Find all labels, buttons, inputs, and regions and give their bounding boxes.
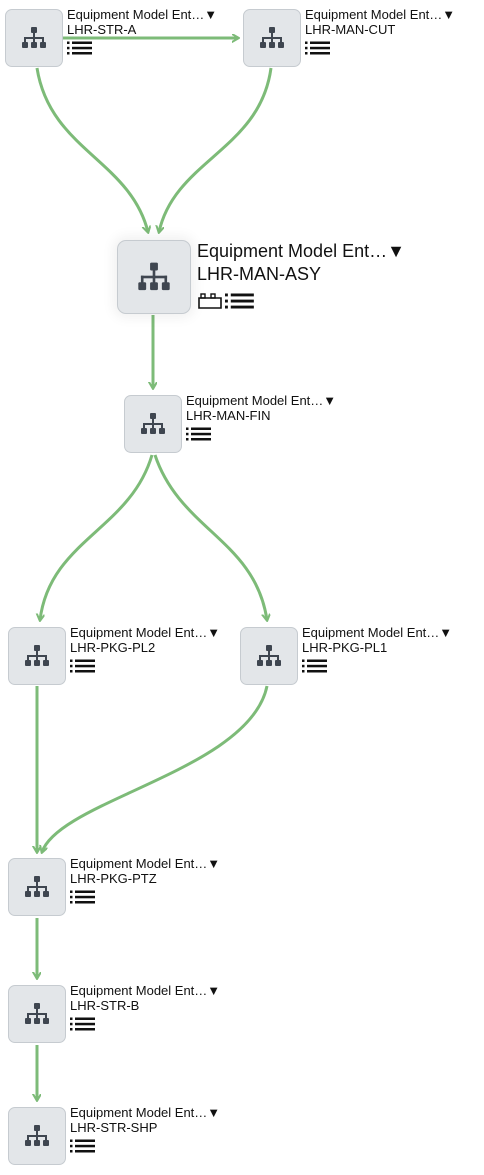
- entity-type-dropdown[interactable]: Equipment Model Ent…▼: [67, 7, 218, 22]
- list-icon[interactable]: [225, 291, 255, 311]
- node-icon-button[interactable]: [117, 240, 191, 314]
- node-actions: [70, 886, 220, 908]
- entity-code: LHR-STR-B: [70, 998, 140, 1013]
- list-icon[interactable]: [305, 40, 331, 56]
- entity-code: LHR-PKG-PTZ: [70, 871, 157, 886]
- entity-code: LHR-PKG-PL2: [70, 640, 156, 655]
- hierarchy-icon: [25, 1003, 49, 1024]
- hierarchy-icon: [22, 27, 46, 48]
- node-actions: [197, 286, 405, 316]
- list-icon[interactable]: [70, 658, 96, 674]
- node-icon-button[interactable]: [8, 985, 66, 1043]
- edge-man-fin-to-pkg-pl2: [40, 454, 154, 620]
- node-text: Equipment Model Ent…▼ LHR-PKG-PL1: [302, 625, 452, 677]
- entity-code: LHR-MAN-ASY: [197, 264, 322, 284]
- node-text: Equipment Model Ent…▼ LHR-STR-SHP: [70, 1105, 220, 1157]
- entity-type-dropdown[interactable]: Equipment Model Ent…▼: [70, 625, 221, 640]
- entity-type-dropdown[interactable]: Equipment Model Ent…▼: [186, 393, 337, 408]
- entity-type-dropdown[interactable]: Equipment Model Ent…▼: [70, 856, 221, 871]
- node-text: Equipment Model Ent…▼ LHR-MAN-ASY: [197, 240, 405, 316]
- node-icon-button[interactable]: [8, 627, 66, 685]
- node-actions: [70, 655, 220, 677]
- entity-type-dropdown[interactable]: Equipment Model Ent…▼: [70, 983, 221, 998]
- node-actions: [305, 37, 455, 59]
- hierarchy-icon: [138, 262, 170, 291]
- entity-code: LHR-PKG-PL1: [302, 640, 388, 655]
- hierarchy-icon: [260, 27, 284, 48]
- entity-type-dropdown[interactable]: Equipment Model Ent…▼: [302, 625, 453, 640]
- node-text: Equipment Model Ent…▼ LHR-STR-B: [70, 983, 220, 1035]
- edge-man-fin-to-pkg-pl1: [153, 454, 267, 620]
- entity-code: LHR-STR-SHP: [70, 1120, 158, 1135]
- node-actions: [70, 1013, 220, 1035]
- entity-type-dropdown[interactable]: Equipment Model Ent…▼: [305, 7, 456, 22]
- entity-type-dropdown[interactable]: Equipment Model Ent…▼: [197, 241, 405, 261]
- node-actions: [67, 37, 217, 59]
- node-text: Equipment Model Ent…▼ LHR-STR-A: [67, 7, 217, 59]
- node-icon-button[interactable]: [243, 9, 301, 67]
- list-icon[interactable]: [67, 40, 93, 56]
- entity-code: LHR-MAN-FIN: [186, 408, 271, 423]
- hierarchy-icon: [141, 413, 165, 434]
- entity-code: LHR-MAN-CUT: [305, 22, 396, 37]
- entity-type-dropdown[interactable]: Equipment Model Ent…▼: [70, 1105, 221, 1120]
- edge-man-cut-to-man-asy: [159, 67, 273, 232]
- bracket-icon[interactable]: [197, 292, 223, 310]
- entity-code: LHR-STR-A: [67, 22, 137, 37]
- node-text: Equipment Model Ent…▼ LHR-PKG-PL2: [70, 625, 220, 677]
- node-icon-button[interactable]: [124, 395, 182, 453]
- hierarchy-icon: [25, 645, 49, 666]
- node-icon-button[interactable]: [240, 627, 298, 685]
- list-icon[interactable]: [70, 889, 96, 905]
- hierarchy-icon: [25, 1125, 49, 1146]
- list-icon[interactable]: [302, 658, 328, 674]
- edge-str-a-to-man-asy: [35, 67, 148, 232]
- hierarchy-icon: [25, 876, 49, 897]
- node-icon-button[interactable]: [8, 858, 66, 916]
- list-icon[interactable]: [186, 426, 212, 442]
- node-icon-button[interactable]: [8, 1107, 66, 1165]
- node-icon-button[interactable]: [5, 9, 63, 67]
- hierarchy-icon: [257, 645, 281, 666]
- node-text: Equipment Model Ent…▼ LHR-PKG-PTZ: [70, 856, 220, 908]
- list-icon[interactable]: [70, 1138, 96, 1154]
- node-actions: [70, 1135, 220, 1157]
- node-text: Equipment Model Ent…▼ LHR-MAN-FIN: [186, 393, 336, 445]
- node-actions: [186, 423, 336, 445]
- node-actions: [302, 655, 452, 677]
- list-icon[interactable]: [70, 1016, 96, 1032]
- edge-pkg-pl1-to-pkg-ptz: [42, 685, 269, 852]
- node-text: Equipment Model Ent…▼ LHR-MAN-CUT: [305, 7, 455, 59]
